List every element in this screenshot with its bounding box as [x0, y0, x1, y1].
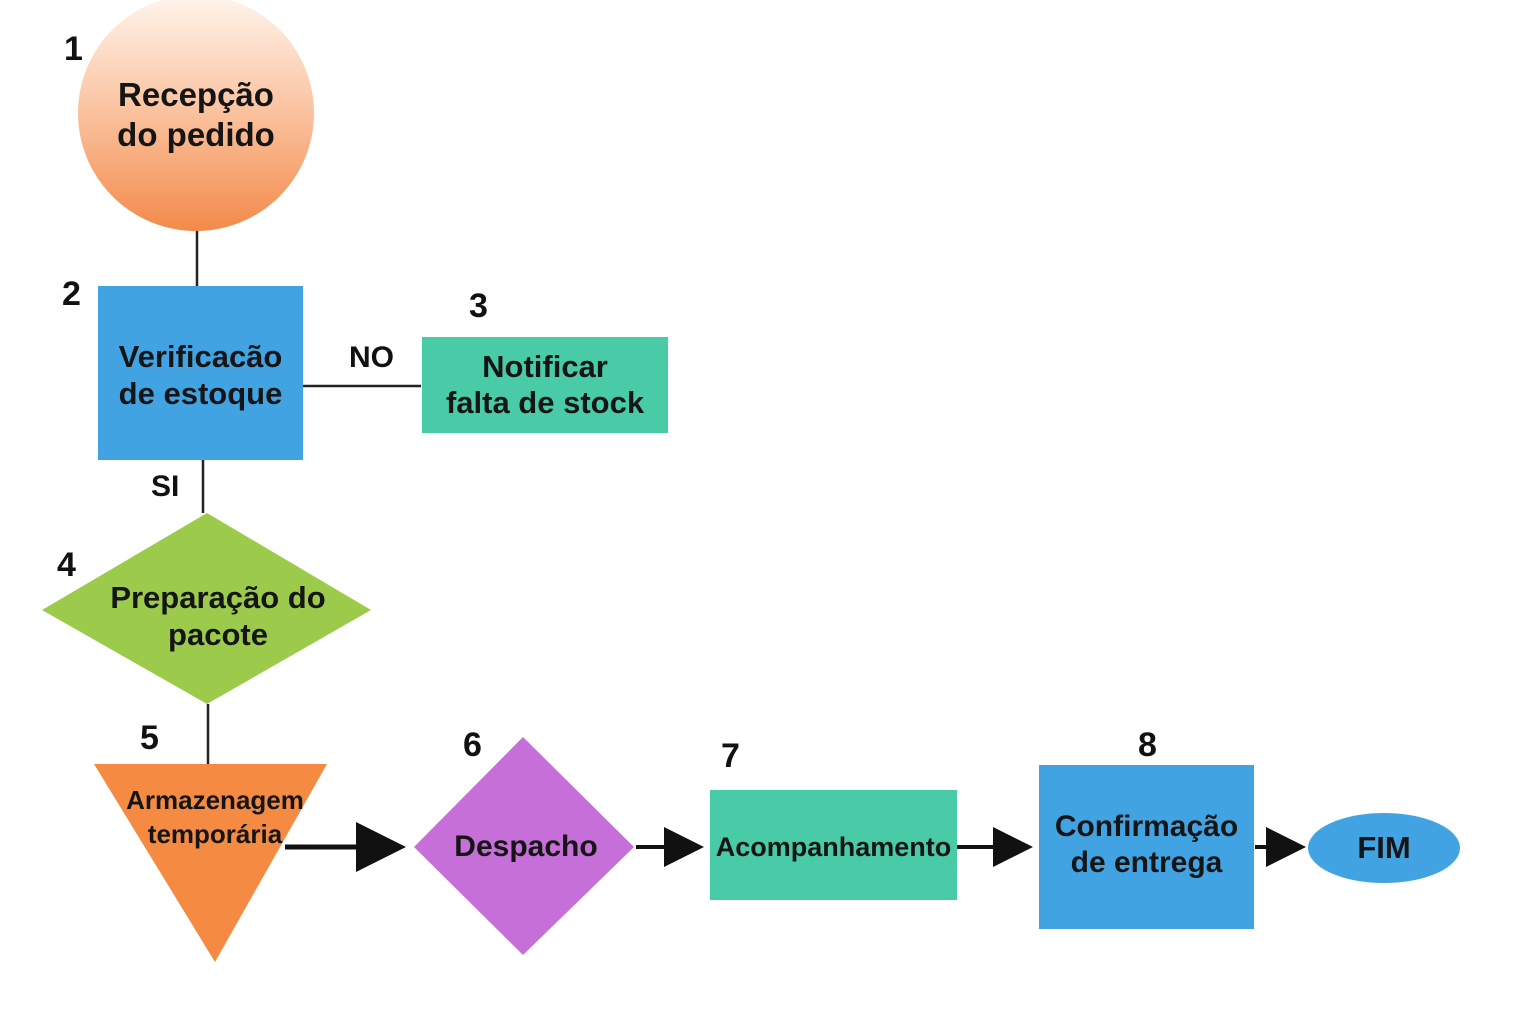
node-5-label-line-2: temporária: [147, 819, 283, 849]
node-8-label-line-1: Confirmação: [1054, 810, 1239, 843]
node-2-label-line-2: de estoque: [118, 376, 283, 411]
node-3-label-line-1: Notificar: [482, 349, 608, 385]
node-4-label: Preparação do pacote: [82, 570, 354, 662]
node-8-rect: [1039, 765, 1254, 929]
node-2-label: Verificacão de estoque: [98, 320, 303, 430]
node-2-rect: [98, 286, 303, 460]
edge-label-no: NO: [349, 341, 394, 374]
node-5-label: Armazenagem temporária: [100, 778, 330, 858]
node-3-rect: [422, 337, 668, 433]
node-5-label-line-1: Armazenagem: [126, 785, 304, 816]
node-2-number: 2: [62, 275, 81, 313]
node-fim-label: FIM: [1308, 823, 1460, 873]
node-3-label: Notificar falta de stock: [422, 340, 668, 430]
node-1-label: Recepção do pedido: [78, 60, 314, 170]
edge-label-si: SI: [151, 470, 180, 503]
node-1-circle: [78, 0, 314, 231]
node-1-number: 1: [64, 30, 83, 68]
node-2-label-line-1: Verificacão: [118, 338, 283, 374]
node-6-diamond: [414, 737, 634, 955]
node-1-label-line-2: do pedido: [117, 116, 275, 153]
node-6-label-line-1: Despacho: [454, 830, 598, 863]
node-4-label-line-1: Preparação do: [110, 579, 326, 615]
node-3-number: 3: [469, 287, 488, 325]
node-8-label-line-2: de entrega: [1070, 846, 1223, 879]
node-4-diamond: [42, 513, 371, 704]
node-4-label-line-2: pacote: [168, 617, 268, 652]
node-fim-ellipse: [1308, 813, 1460, 883]
node-5-triangle: [94, 764, 327, 962]
node-5-number: 5: [140, 719, 159, 757]
node-8-number: 8: [1138, 726, 1157, 764]
node-6-number: 6: [463, 726, 482, 764]
node-6-label: Despacho: [414, 822, 638, 872]
node-4-number: 4: [57, 546, 76, 584]
node-8-label: Confirmação de entrega: [1039, 800, 1254, 890]
node-fim-label-text: FIM: [1357, 830, 1411, 866]
node-7-number: 7: [721, 737, 740, 775]
node-3-label-line-2: falta de stock: [445, 385, 645, 420]
node-7-label-line-1: Acompanhamento: [715, 831, 952, 862]
node-1-label-line-1: Recepção: [118, 76, 274, 114]
node-7-rect: [710, 790, 957, 900]
node-7-label: Acompanhamento: [710, 822, 957, 872]
